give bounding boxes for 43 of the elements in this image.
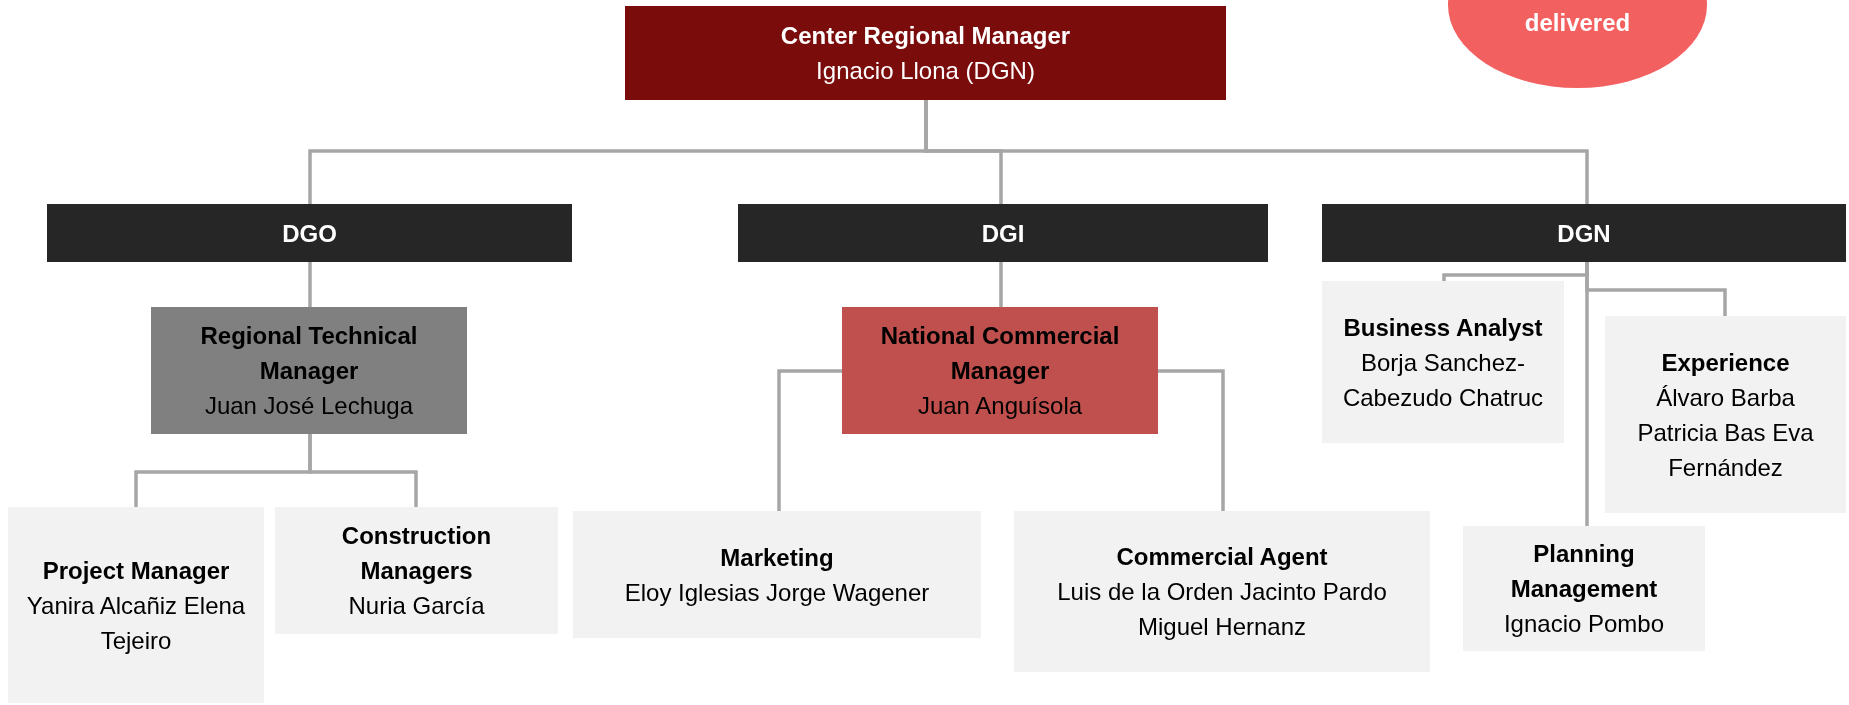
role-title: Business Analyst (1343, 312, 1543, 343)
person-names: Ignacio Llona (DGN) (816, 56, 1035, 86)
role-title: Commercial Agent (1116, 542, 1328, 572)
connector-line (1158, 369, 1225, 511)
label-text: DGN (1557, 218, 1611, 249)
role-title: Planning Management (1509, 539, 1659, 604)
division-bar (1322, 204, 1846, 262)
connector-line (1585, 262, 1589, 526)
person-names: Ignacio Pombo (1503, 609, 1665, 639)
role-title: National Commercial Manager (879, 321, 1121, 386)
role-title: Experience (1661, 347, 1790, 378)
connector-line (999, 262, 1003, 307)
manager-box (625, 6, 1226, 100)
team-box (1605, 316, 1846, 513)
connector-line (308, 262, 312, 307)
connector-line (777, 369, 842, 511)
team-box (275, 507, 558, 634)
person-names: Nuria García (348, 591, 485, 621)
person-names: Juan José Lechuga (204, 391, 414, 421)
team-box (1014, 511, 1430, 672)
role-title: Marketing (720, 542, 834, 573)
role-title: Center Regional Manager (780, 21, 1071, 51)
person-names: Borja Sanchez-Cabezudo Chatruc (1341, 347, 1545, 413)
manager-box (842, 307, 1158, 434)
division-bar (738, 204, 1268, 262)
team-box (1322, 281, 1564, 443)
label-text: delivered (1524, 8, 1631, 38)
role-title: Project Manager (42, 555, 230, 586)
person-names: Juan Anguísola (917, 391, 1083, 421)
label-text: DGI (981, 218, 1025, 249)
role-title: Regional Technical Manager (199, 321, 419, 386)
person-names: Luis de la Orden Jacinto Pardo Miguel Hernanz (1056, 577, 1388, 642)
role-title: Construction Managers (340, 521, 493, 586)
connector-line (308, 434, 418, 507)
team-box (573, 511, 981, 638)
team-box (8, 507, 264, 703)
label-text: DGO (282, 218, 337, 249)
manager-box (151, 307, 467, 434)
person-names: Álvaro Barba Patricia Bas Eva Fernández (1636, 382, 1815, 483)
person-names: Yanira Alcañiz Elena Tejeiro (25, 590, 247, 656)
person-names: Eloy Iglesias Jorge Wagener (624, 577, 930, 608)
team-box (1463, 526, 1705, 651)
division-bar (47, 204, 572, 262)
